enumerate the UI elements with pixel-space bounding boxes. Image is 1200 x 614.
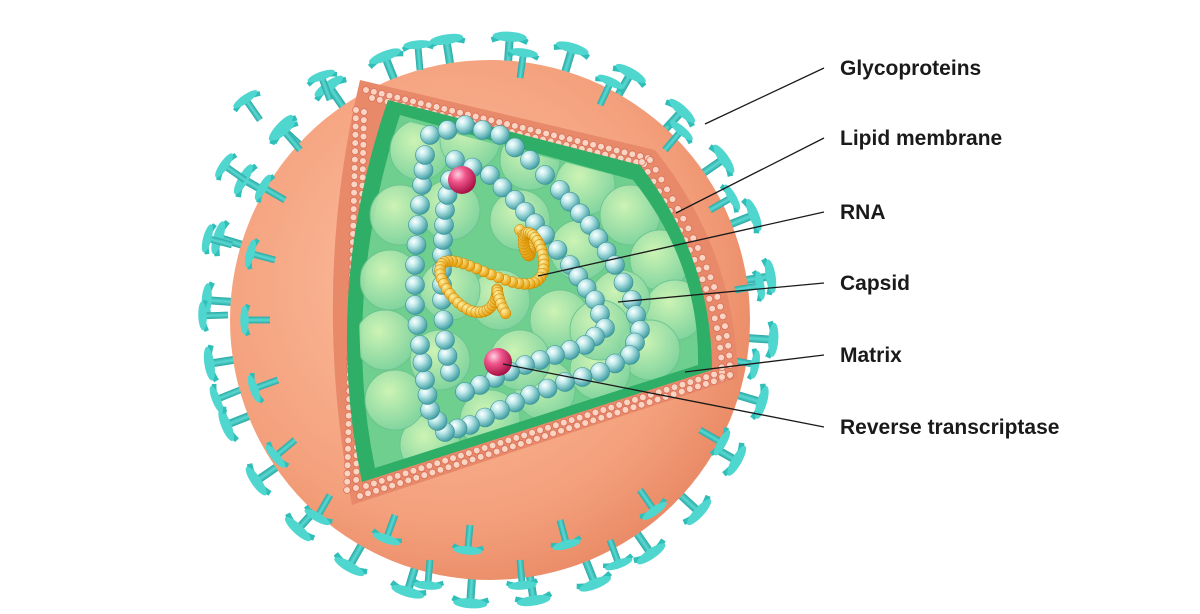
glycoprotein-spike-icon <box>602 538 634 571</box>
glycoprotein-spike-icon <box>451 573 490 609</box>
glycoprotein-spike-icon <box>698 427 731 456</box>
glycoprotein-spike-icon <box>272 120 303 153</box>
glycoprotein-spike-icon <box>505 559 539 590</box>
glycoprotein-spike-icon <box>209 383 242 414</box>
hiv-virion-illustration <box>198 31 779 609</box>
glycoprotein-spike-icon <box>247 372 280 404</box>
glycoprotein-spike-icon <box>553 41 590 79</box>
leader-capsid <box>617 282 825 303</box>
glycoprotein-spike-icon <box>201 223 233 255</box>
glycoprotein-spike-icon <box>427 33 466 70</box>
glycoprotein-spike-icon <box>240 303 270 337</box>
glycoprotein-spike-icon <box>265 437 298 468</box>
glycoprotein-spike-icon <box>637 488 667 520</box>
label-reverse-transcriptase: Reverse transcriptase <box>840 416 1059 439</box>
glycoprotein-spike-icon <box>304 493 333 526</box>
glycoprotein-spike-icon <box>411 559 445 590</box>
glycoprotein-spike-icon <box>401 40 435 71</box>
glycoprotein-spike-icon <box>254 174 287 203</box>
glycoprotein-spike-icon <box>743 320 779 359</box>
rna-strand <box>434 224 550 320</box>
glycoprotein-spike-icon <box>708 184 741 213</box>
glycoprotein-spike-icon <box>215 153 247 183</box>
glycoprotein-spike-icon <box>451 524 485 555</box>
glycoprotein-spike-icon <box>233 90 263 122</box>
enzyme-sphere-icon <box>484 348 512 376</box>
glycoprotein-spike-icon <box>218 406 256 442</box>
glycoprotein-spike-icon <box>371 513 403 546</box>
glycoprotein-spike-icon <box>662 120 693 153</box>
label-lipid-membrane: Lipid membrane <box>840 127 1002 150</box>
leader-rna <box>537 211 825 277</box>
label-rna: RNA <box>840 201 886 224</box>
glycoprotein-spike-icon <box>595 74 625 107</box>
glycoprotein-spike-icon <box>198 299 229 332</box>
glycoprotein-spike-icon <box>507 48 540 79</box>
leader-matrix <box>684 354 825 373</box>
enzyme-sphere-icon <box>448 166 476 194</box>
glycoprotein-spike-icon <box>306 69 338 102</box>
leader-lines <box>502 67 825 428</box>
glycoprotein-spike-icon <box>244 238 276 270</box>
label-capsid: Capsid <box>840 272 910 295</box>
glycoprotein-spike-icon <box>740 257 777 296</box>
glycoprotein-spike-icon <box>203 344 240 383</box>
glycoprotein-spike-icon <box>490 31 529 67</box>
label-glycoproteins: Glycoproteins <box>840 57 981 80</box>
glycoprotein-spike-icon <box>390 561 427 599</box>
label-matrix: Matrix <box>840 344 902 367</box>
glycoprotein-spike-icon <box>576 554 612 592</box>
leader-glycoproteins <box>704 67 825 125</box>
leader-lipid-membrane <box>675 137 825 214</box>
capsid-shell <box>405 115 650 442</box>
glycoprotein-spike-icon <box>724 198 762 234</box>
glycoprotein-spike-icon <box>368 48 404 86</box>
glycoprotein-spike-icon <box>731 383 769 420</box>
leader-reverse-transcriptase <box>502 363 825 428</box>
glycoprotein-spike-icon <box>550 519 582 551</box>
